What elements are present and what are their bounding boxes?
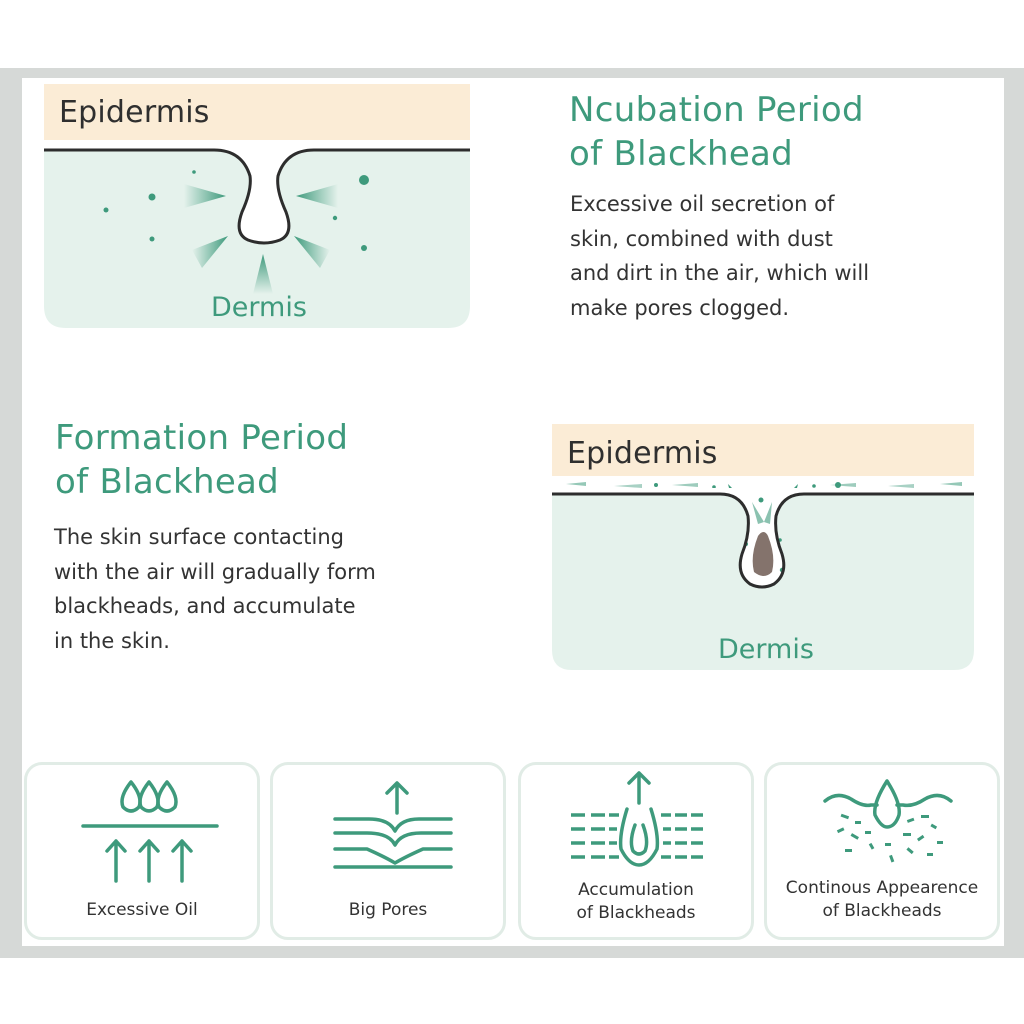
dermis-label: Dermis — [718, 634, 814, 665]
oil-drops-arrows-icon — [81, 780, 219, 883]
card-label: Big Pores — [273, 899, 503, 922]
card-label-line: of Blackheads — [576, 903, 696, 923]
incubation-description: Excessive oil secretion of skin, combine… — [570, 187, 869, 325]
description-line: skin, combined with dust — [570, 226, 833, 251]
heading-line: Formation Period — [55, 418, 349, 458]
cause-card-continuous: Continous Appearence of Blackheads — [764, 762, 1000, 940]
description-line: make pores clogged. — [570, 295, 790, 320]
incubation-heading: Ncubation Period of Blackhead — [569, 88, 864, 176]
blackhead-plug — [752, 532, 774, 576]
cause-card-excessive-oil: Excessive Oil — [24, 762, 260, 940]
card-label: Excessive Oil — [27, 899, 257, 922]
card-label: Continous Appearence of Blackheads — [767, 877, 997, 923]
description-line: The skin surface contacting — [54, 525, 345, 549]
clogged-pore-icon — [571, 771, 703, 867]
oil-secretion-rays — [184, 184, 338, 294]
description-line: Excessive oil secretion of — [570, 192, 835, 216]
incubation-skin-diagram: Epidermis Dermis — [44, 84, 470, 332]
scattered-pore-icon — [823, 779, 953, 863]
heading-line: Ncubation Period — [569, 90, 864, 130]
description-line: and dirt in the air, which will — [570, 261, 870, 285]
epidermis-label: Epidermis — [567, 436, 718, 471]
pore-outline — [552, 492, 974, 589]
cause-card-accumulation: Accumulation of Blackheads — [518, 762, 754, 940]
formation-skin-diagram: Epidermis Dermis — [552, 424, 974, 672]
big-pore-icon — [333, 781, 453, 869]
dirt-particles — [103, 170, 369, 251]
formation-description: The skin surface contacting with the air… — [54, 520, 376, 658]
card-label-line: Accumulation — [578, 880, 694, 900]
scatter-dots — [836, 813, 943, 863]
formation-heading: Formation Period of Blackhead — [55, 416, 348, 504]
cause-card-big-pores: Big Pores — [270, 762, 506, 940]
description-line: in the skin. — [54, 628, 170, 653]
epidermis-layer — [44, 84, 470, 140]
dermis-label: Dermis — [211, 292, 307, 323]
card-label-line: Continous Appearence — [785, 878, 979, 898]
heading-line: of Blackhead — [569, 134, 794, 174]
description-line: blackheads, and accumulate — [54, 594, 356, 618]
description-line: with the air will gradually form — [54, 559, 376, 584]
pore-outline — [44, 148, 470, 245]
card-label-line: Big Pores — [348, 900, 428, 920]
card-label-line: of Blackheads — [822, 901, 942, 921]
epidermis-label: Epidermis — [59, 95, 210, 130]
heading-line: of Blackhead — [55, 462, 280, 502]
card-label-line: Excessive Oil — [86, 900, 198, 920]
card-label: Accumulation of Blackheads — [521, 879, 751, 925]
